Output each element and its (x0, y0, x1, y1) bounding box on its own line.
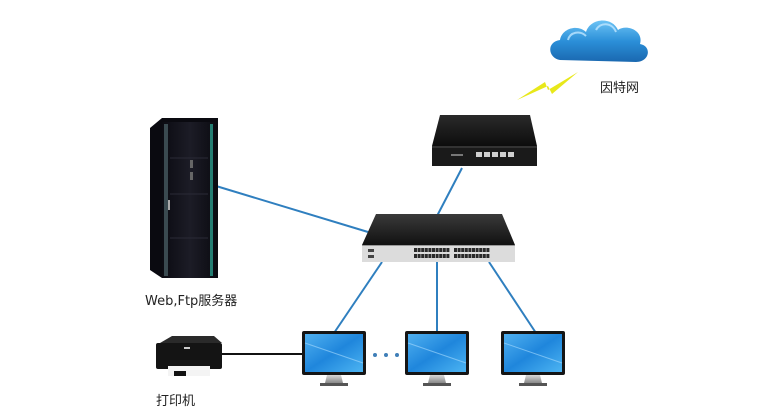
printer-label: 打印机 (156, 394, 196, 409)
lightning-icon (517, 72, 578, 100)
edge-router-switch (436, 167, 463, 217)
monitor-icon (302, 331, 366, 386)
edges (215, 167, 537, 355)
printer-icon (156, 336, 222, 376)
edge-switch-workstation-3 (488, 261, 537, 334)
switch-icon (362, 214, 515, 262)
cloud-icon (550, 20, 648, 62)
monitor-icon (501, 331, 565, 386)
router-icon (432, 115, 537, 166)
server-label: Web,Ftp服务器 (145, 294, 238, 309)
internet-label: 因特网 (600, 81, 640, 96)
monitor-icon (405, 331, 469, 386)
ellipsis-dots (373, 353, 399, 357)
server-rack-icon (150, 118, 218, 278)
edge-server-switch (215, 185, 369, 233)
edge-switch-workstation-1 (333, 261, 383, 334)
